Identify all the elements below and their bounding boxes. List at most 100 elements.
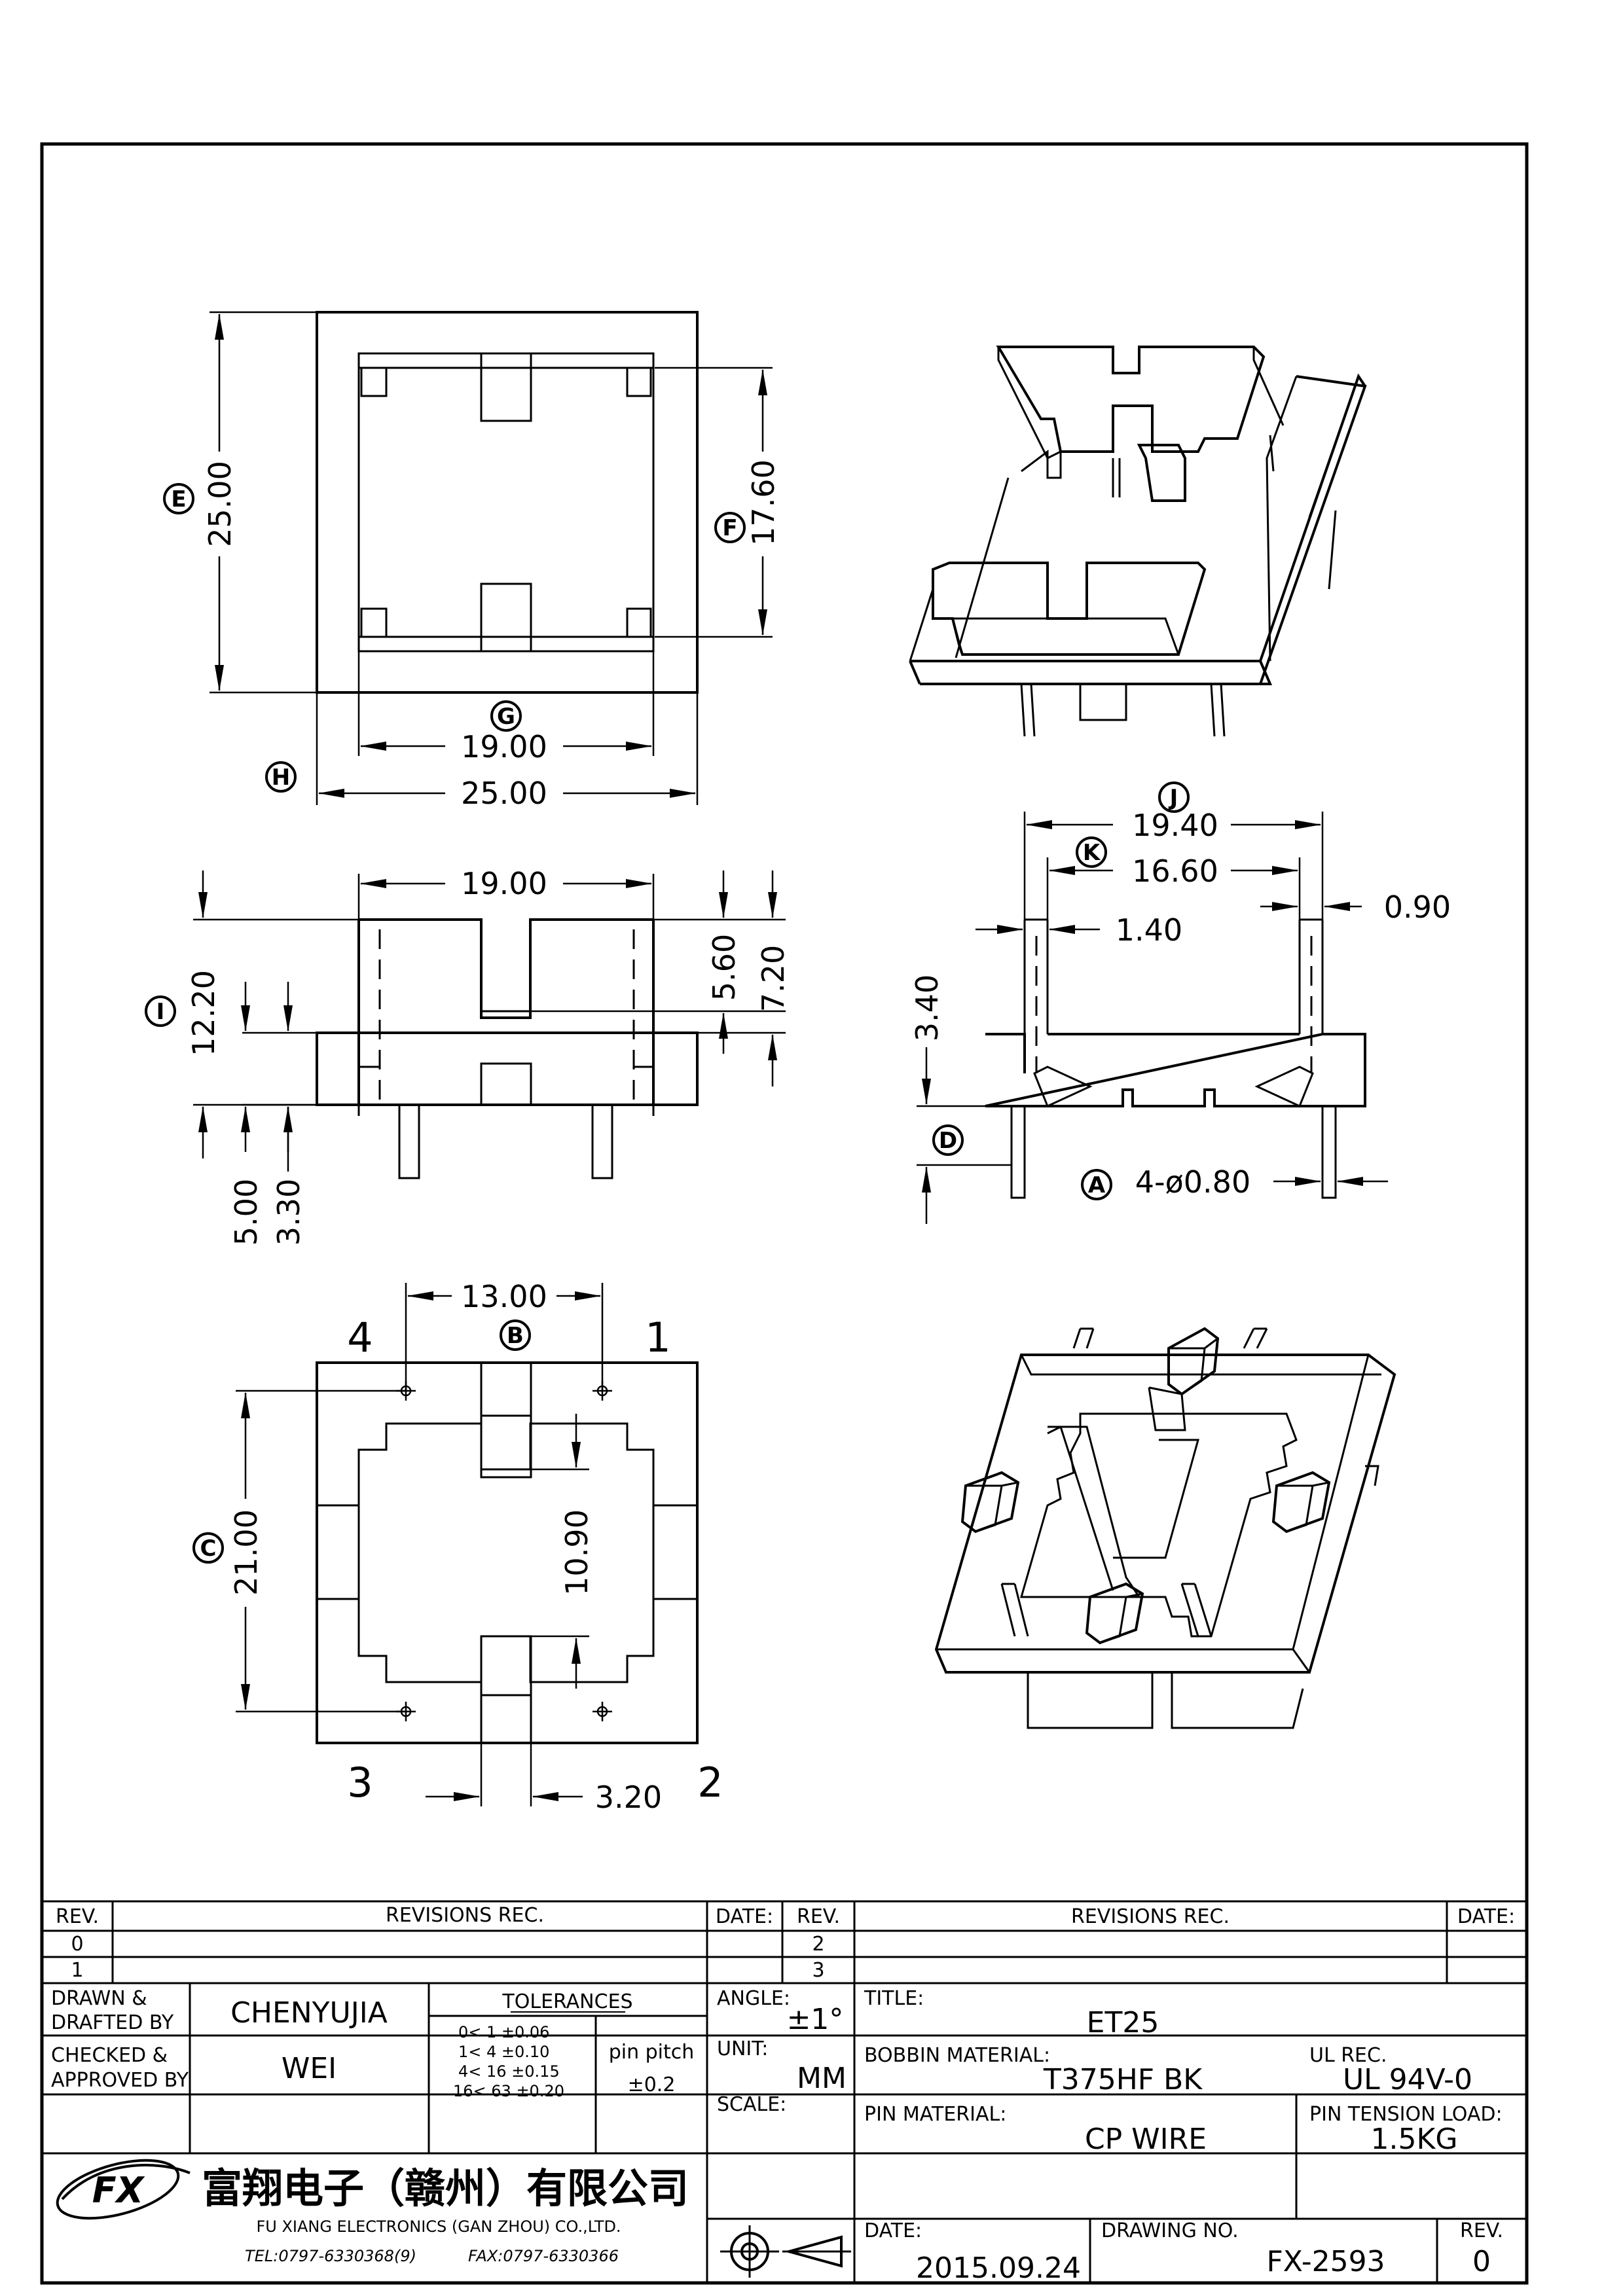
side-view: 19.00 12.20 I 5.00 3.30 5.60 7.20 [145,866,791,1246]
top-view: 25.00 E 17.60 F 19.00 G 25.00 [163,311,781,811]
projection-symbol-icon [720,2225,851,2278]
dim-side-width-text: 19.00 [461,866,547,901]
title-block [42,1900,1527,2283]
svg-text:B: B [507,1323,524,1349]
svg-text:C: C [200,1535,217,1562]
ul-label: UL REC. [1309,2044,1387,2067]
rev-header-right: REV. [797,1905,840,1928]
rev-label: REV. [1460,2219,1503,2242]
isometric-view-bottom [934,1327,1396,1729]
dim-I-text: 12.20 [186,970,221,1056]
unit-value: MM [797,2062,847,2095]
bobbin-value: T375HF BK [1043,2063,1203,2096]
dim-720-text: 7.20 [756,945,791,1012]
tolerances-header: TOLERANCES [501,1990,632,2013]
marker-D: D [932,1124,964,1156]
rev-row-3: 3 [812,1959,824,1982]
dim-J-text: 19.40 [1132,808,1218,843]
marker-J: J [1158,781,1190,813]
unit-label: UNIT: [717,2037,768,2060]
tolerance-row-2: 1< 4 ±0.10 [458,2043,549,2061]
rev-row-0: 0 [71,1933,83,1956]
ul-value: UL 94V-0 [1343,2063,1472,2096]
company-name-en: FU XIANG ELECTRONICS (GAN ZHOU) CO.,LTD. [256,2217,621,2236]
pin-label-3: 3 [347,1759,373,1806]
logo-text: FX [92,2170,145,2211]
marker-G: G [490,700,522,732]
drawing-no-value: FX-2593 [1266,2245,1385,2278]
dim-340-text: 3.40 [909,975,945,1041]
revisions-header-right: REVISIONS REC. [1071,1905,1230,1928]
marker-K: K [1076,836,1107,868]
tolerance-row-1: 0< 1 ±0.06 [458,2023,549,2041]
dim-G-text: 19.00 [461,729,547,764]
drawn-value: CHENYUJIA [230,1996,388,2030]
date-header-right: DATE: [1457,1905,1515,1928]
front-view: 19.40 J 16.60 K 0.90 1.40 3.40 D [909,781,1451,1224]
pin-material-value: CP WIRE [1085,2123,1207,2156]
isometric-view-top [909,346,1367,737]
pin-material-label: PIN MATERIAL: [864,2103,1006,2126]
marker-I: I [145,996,176,1027]
scale-label: SCALE: [717,2093,786,2116]
company-fax: FAX:0797-6330366 [468,2247,619,2265]
dim-A-text: 4-ø0.80 [1135,1164,1250,1200]
dim-090-text: 0.90 [1384,889,1451,925]
drawing-frame [40,142,1529,2285]
pin-label-4: 4 [347,1314,373,1361]
checked-label-2: APPROVED BY [51,2069,189,2092]
title-value: ET25 [1087,2006,1159,2039]
bobbin-label: BOBBIN MATERIAL: [864,2044,1050,2067]
dim-140-text: 1.40 [1116,912,1182,948]
pin-pitch-value: ±0.2 [628,2073,676,2096]
tolerance-row-3: 4< 16 ±0.15 [458,2062,560,2081]
drawing-no-label: DRAWING NO. [1101,2219,1239,2242]
dim-560-text: 5.60 [706,934,742,1001]
svg-text:H: H [272,764,290,791]
dim-K-text: 16.60 [1132,853,1218,889]
svg-text:D: D [939,1128,957,1154]
marker-H: H [265,761,297,793]
rev-row-1: 1 [71,1959,83,1982]
rev-value: 0 [1472,2245,1491,2278]
svg-text:K: K [1083,840,1101,866]
bottom-view: 4 1 3 2 13.00 B 21.00 C 10.90 [192,1279,723,1815]
company-logo: FX [56,2159,191,2220]
pin-label-1: 1 [645,1314,670,1361]
date-header-left: DATE: [716,1905,773,1928]
marker-B: B [500,1319,531,1351]
drawn-label-1: DRAWN & [51,1987,147,2010]
svg-text:I: I [156,999,165,1025]
date-value: 2015.09.24 [916,2251,1081,2285]
date-label: DATE: [864,2219,922,2242]
angle-value: ±1° [787,2003,844,2036]
tolerance-row-4: 16< 63 ±0.20 [453,2082,564,2100]
checked-label-1: CHECKED & [51,2044,168,2067]
pin-label-2: 2 [697,1759,723,1806]
drawn-label-2: DRAFTED BY [51,2011,174,2034]
revisions-header-left: REVISIONS REC. [386,1904,544,1927]
svg-text:A: A [1088,1172,1106,1198]
marker-C: C [192,1532,224,1564]
rev-row-2: 2 [812,1933,824,1956]
title-label: TITLE: [864,1987,924,2010]
dim-330-text: 3.30 [271,1179,306,1246]
svg-text:E: E [171,486,186,512]
dim-E-text: 25.00 [202,461,238,547]
marker-A: A [1081,1169,1112,1200]
pin-tension-value: 1.5KG [1371,2123,1458,2156]
marker-F: F [714,512,746,543]
pin-pitch-label: pin pitch [609,2041,695,2064]
company-name-cn: 富翔电子（赣州）有限公司 [202,2164,689,2212]
svg-text:J: J [1169,785,1178,811]
rev-header-left: REV. [56,1905,99,1928]
company-tel: TEL:0797-6330368(9) [245,2247,416,2265]
svg-text:G: G [497,704,515,730]
dim-H-text: 25.00 [461,776,547,811]
dim-F-text: 17.60 [746,459,781,546]
checked-value: WEI [282,2052,337,2085]
pin-tension-label: PIN TENSION LOAD: [1309,2103,1503,2126]
dim-500-text: 5.00 [228,1179,264,1246]
angle-label: ANGLE: [717,1987,790,2010]
